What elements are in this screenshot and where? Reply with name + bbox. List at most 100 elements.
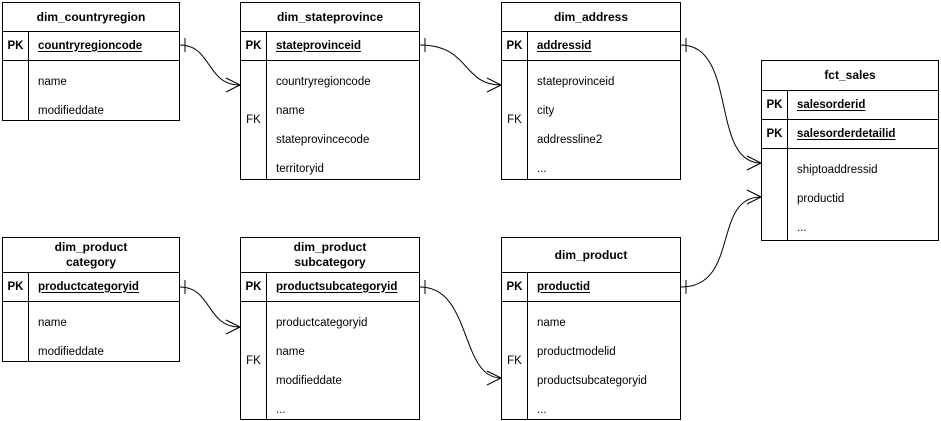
- key-badge-empty: [762, 149, 788, 240]
- attribute-name: ...: [537, 163, 547, 175]
- attribute-column: productsubcategoryid: [267, 273, 419, 301]
- cardinality-many-crowfoot: [746, 196, 762, 205]
- attribute-section[interactable]: FK name productmodelid productsubcategoryid…: [502, 302, 680, 419]
- cardinality-many-crowfoot: [486, 77, 502, 86]
- attribute-name: name: [276, 105, 305, 117]
- entity-title: dim_product category: [3, 238, 179, 273]
- key-badge-pk: PK: [241, 32, 267, 60]
- relationship-countryregion-to-stateprovince: [179, 38, 241, 93]
- key-badge-empty: [3, 302, 29, 361]
- key-badge-pk: PK: [3, 273, 29, 301]
- attribute-name: modifieddate: [276, 375, 342, 387]
- key-badge-fk: FK: [241, 302, 267, 419]
- connector-line: [179, 286, 241, 328]
- connector-line: [179, 44, 241, 86]
- attribute-name: productmodelid: [537, 346, 616, 358]
- attribute-name: addressid: [537, 39, 592, 52]
- attribute-name: ...: [276, 404, 286, 416]
- attribute-column: productcategoryid name modifieddate...: [267, 302, 419, 419]
- attribute-name: productsubcategoryid: [537, 375, 647, 387]
- primary-key-row[interactable]: PK countryregioncode: [3, 32, 179, 61]
- connector-line: [419, 286, 502, 379]
- attribute-name: modifieddate: [38, 346, 104, 358]
- key-badge-pk: PK: [241, 273, 267, 301]
- attribute-name: name: [38, 317, 67, 329]
- cardinality-many-crowfoot: [225, 319, 241, 328]
- attribute-section[interactable]: name modifieddate: [3, 61, 179, 120]
- attribute-name: shiptoaddressid: [797, 164, 878, 176]
- entity-title: dim_product: [502, 238, 680, 273]
- attribute-column: countryregioncode: [29, 32, 179, 60]
- connector-line: [680, 44, 762, 164]
- attribute-column: stateprovinceid: [267, 32, 419, 60]
- attribute-name: name: [276, 346, 305, 358]
- cardinality-many-crowfoot: [225, 84, 241, 93]
- attribute-column: addressid: [528, 32, 680, 60]
- attribute-name: name: [38, 76, 67, 88]
- attribute-column: countryregioncode name stateprovincecode te…: [267, 61, 419, 179]
- attribute-name: stateprovinceid: [537, 76, 615, 88]
- key-badge-pk: PK: [502, 273, 528, 301]
- attribute-name: salesorderdetailid: [797, 127, 896, 140]
- primary-key-row[interactable]: PK productid: [502, 273, 680, 302]
- entity-title: dim_stateprovince: [241, 3, 419, 32]
- attribute-name: countryregioncode: [276, 76, 371, 88]
- relationship-product-to-fctsales: [680, 189, 762, 294]
- attribute-section[interactable]: FK productcategoryid name modifieddate...: [241, 302, 419, 419]
- attribute-name: productsubcategoryid: [276, 280, 398, 293]
- attribute-section[interactable]: name modifieddate: [3, 302, 179, 361]
- relationship-subcategory-to-product: [419, 280, 502, 386]
- key-badge-fk: FK: [502, 302, 528, 419]
- attribute-column: salesorderid: [788, 91, 938, 119]
- attribute-name: productcategoryid: [276, 317, 368, 329]
- attribute-name: stateprovinceid: [276, 39, 361, 52]
- attribute-name: ...: [537, 404, 547, 416]
- entity-title: fct_sales: [762, 61, 938, 91]
- attribute-name: productcategoryid: [38, 280, 139, 293]
- connector-line: [419, 44, 502, 86]
- primary-key-row[interactable]: PK productcategoryid: [3, 273, 179, 302]
- attribute-name: modifieddate: [38, 105, 104, 117]
- primary-key-row[interactable]: PK salesorderdetailid: [762, 120, 938, 149]
- attribute-column: name productmodelid productsubcategoryid..…: [528, 302, 680, 419]
- relationship-address-to-fctsales: [680, 38, 762, 171]
- attribute-name: territoryid: [276, 163, 324, 175]
- attribute-column: productid: [528, 273, 680, 301]
- attribute-column: salesorderdetailid: [788, 120, 938, 148]
- attribute-name: productid: [797, 193, 845, 205]
- entity-title: dim_address: [502, 3, 680, 32]
- entity-title: dim_product subcategory: [241, 238, 419, 273]
- attribute-column: name modifieddate: [29, 302, 179, 361]
- attribute-name: countryregioncode: [38, 39, 143, 52]
- attribute-column: name modifieddate: [29, 61, 179, 120]
- cardinality-many-crowfoot: [486, 84, 502, 93]
- key-badge-fk: FK: [502, 61, 528, 179]
- primary-key-row[interactable]: PK productsubcategoryid: [241, 273, 419, 302]
- cardinality-many-crowfoot: [746, 162, 762, 171]
- attribute-name: name: [537, 317, 566, 329]
- key-badge-pk: PK: [3, 32, 29, 60]
- entity-title: dim_countryregion: [3, 3, 179, 32]
- key-badge-pk: PK: [762, 91, 788, 119]
- primary-key-row[interactable]: PK stateprovinceid: [241, 32, 419, 61]
- key-badge-pk: PK: [762, 120, 788, 148]
- primary-key-row[interactable]: PK addressid: [502, 32, 680, 61]
- cardinality-many-crowfoot: [746, 155, 762, 164]
- attribute-name: stateprovincecode: [276, 134, 370, 146]
- key-badge-empty: [3, 61, 29, 120]
- attribute-name: productid: [537, 280, 591, 293]
- key-badge-pk: PK: [502, 32, 528, 60]
